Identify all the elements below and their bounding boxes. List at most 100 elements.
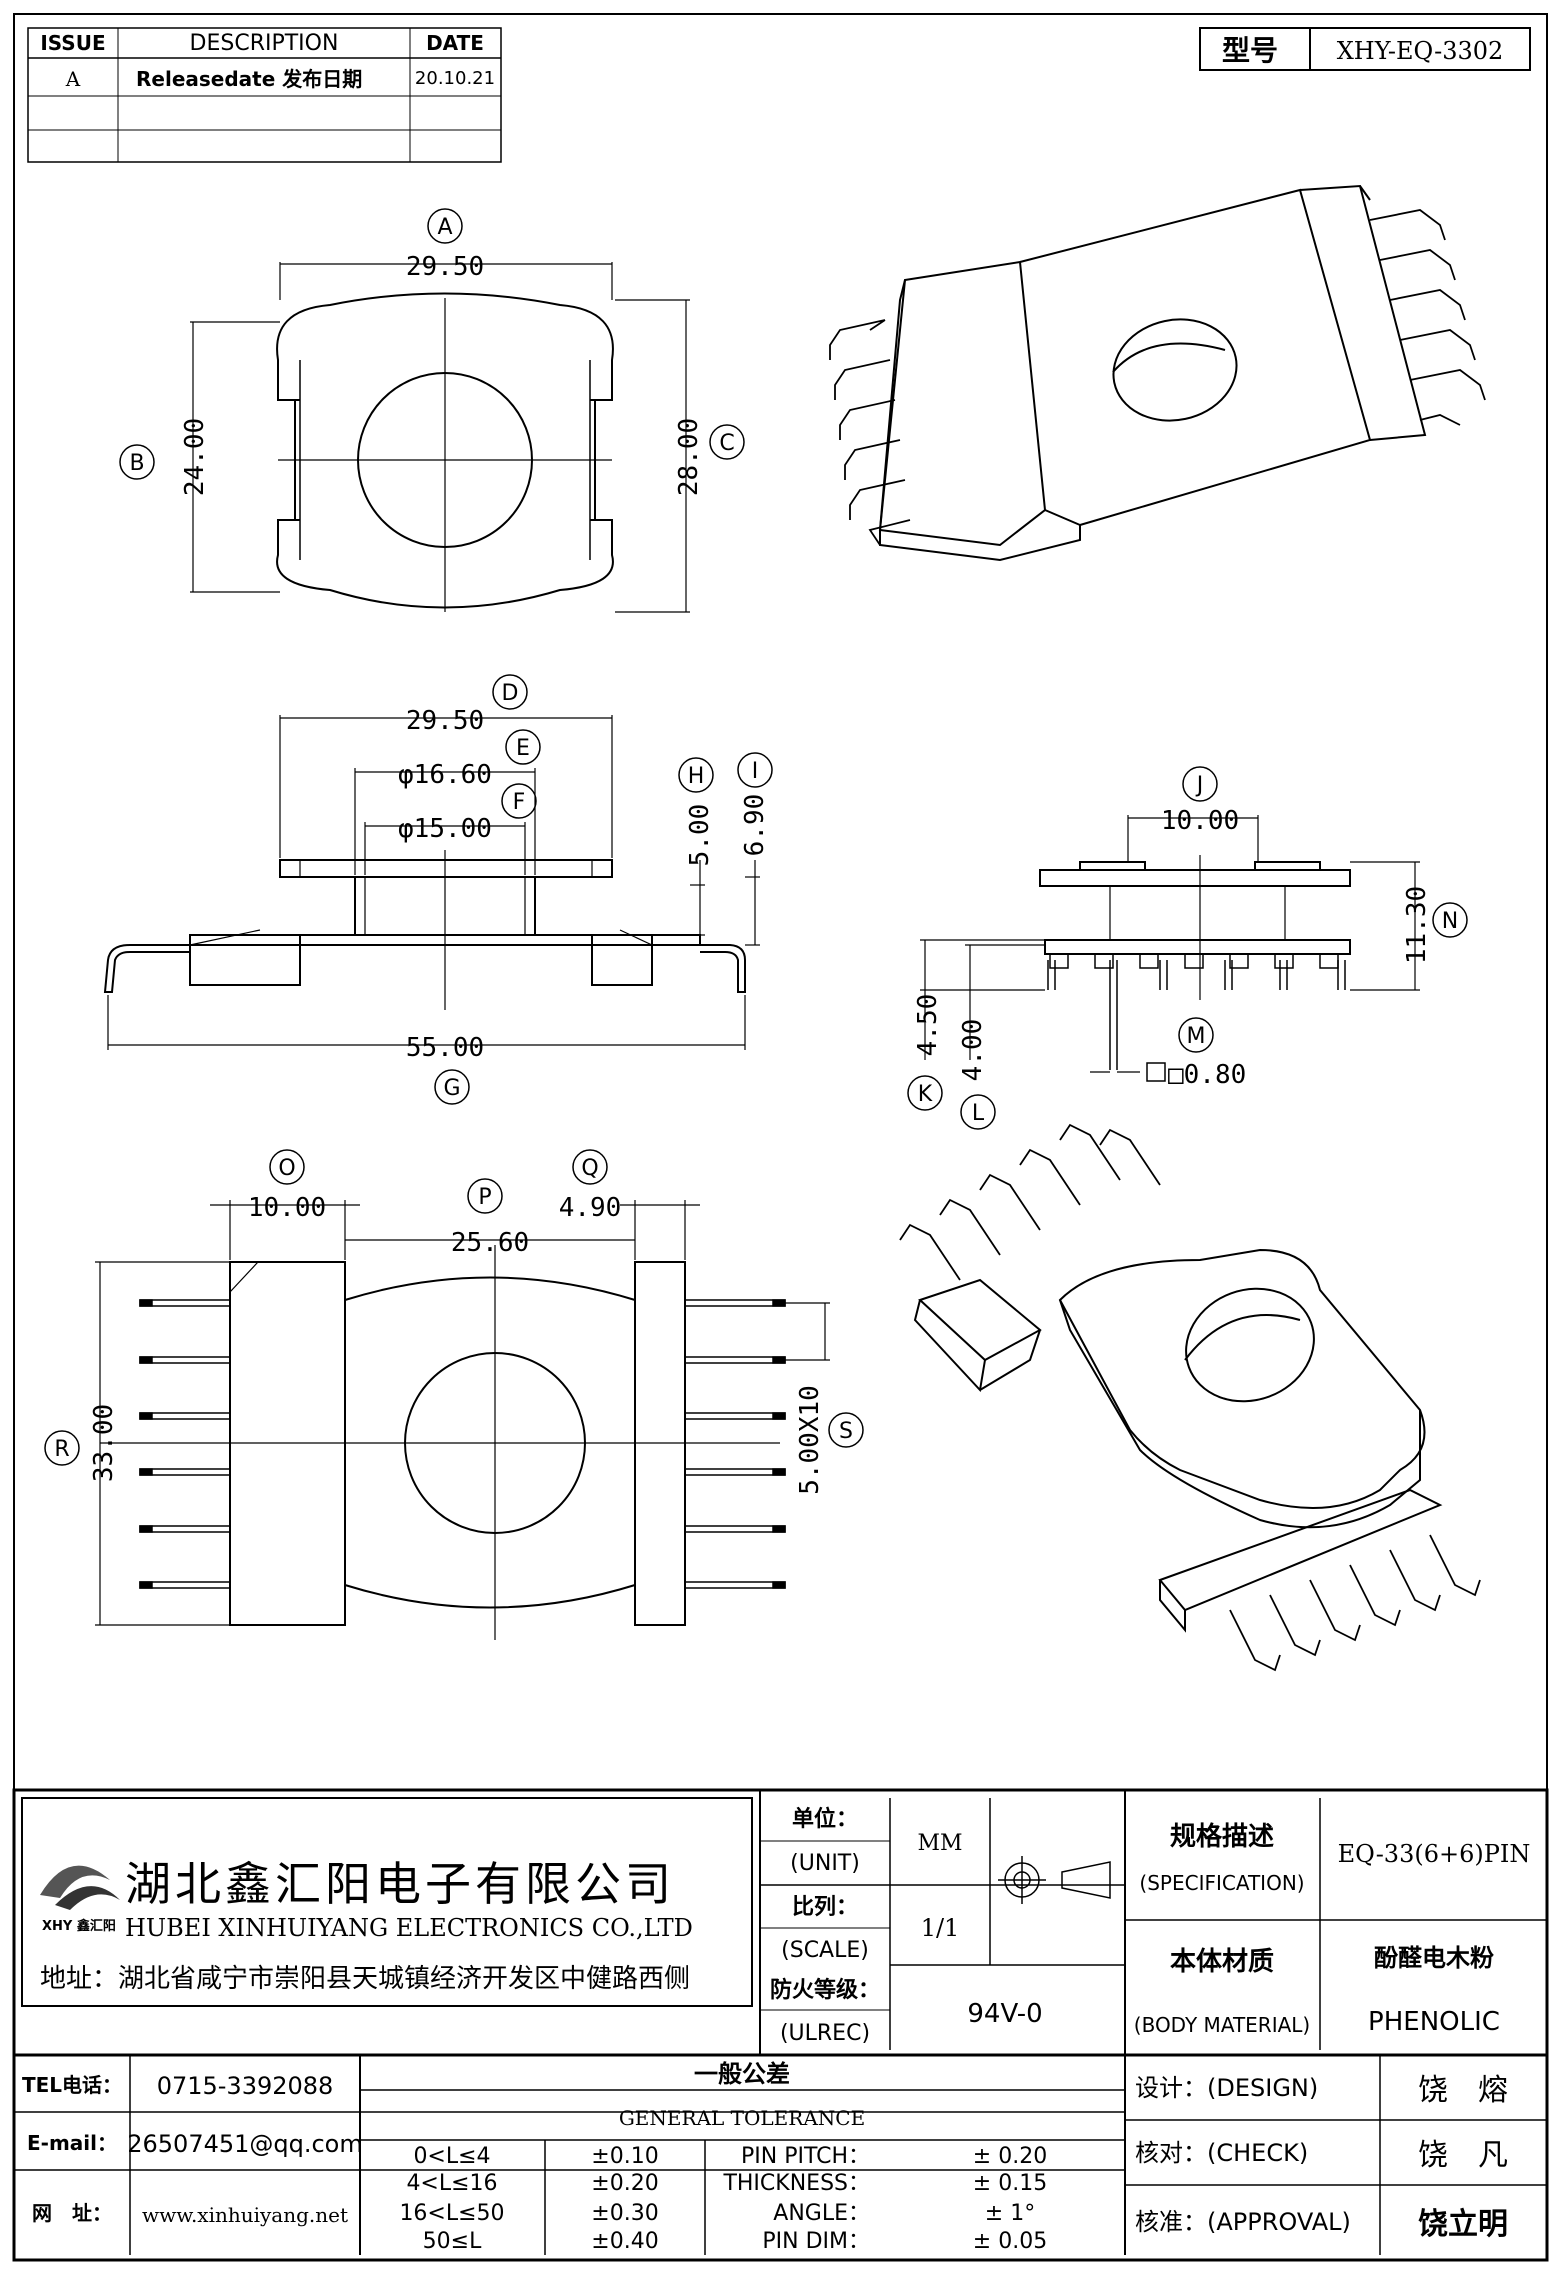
svg-text:M: M [1187,1024,1206,1049]
design-label: 设计：(DESIGN) [1135,2074,1318,2102]
dim-i: 6.90 [740,794,770,857]
company-name-cn: 湖北鑫汇阳电子有限公司 [125,1857,675,1911]
dim-p: 25.60 [451,1228,529,1258]
dim-b: 24.00 [180,418,210,496]
tolerance-title-cn: 一般公差 [694,2060,790,2088]
callout-b: B [119,444,155,480]
scale-label-cn: 比列： [792,1895,858,1920]
tol-value: ±0.30 [591,2201,658,2226]
svg-text:I: I [752,759,759,784]
ul-value: 94V-0 [967,1999,1042,2029]
callout-i: I [737,752,773,788]
svg-text:L: L [972,1101,985,1126]
dim-j: 10.00 [1161,806,1239,836]
callout-d: D [492,674,528,710]
callout-p: P [467,1178,503,1214]
callout-m: M [1178,1017,1214,1053]
svg-text:B: B [129,451,144,476]
svg-text:XHY 鑫汇阳: XHY 鑫汇阳 [42,1918,116,1934]
tol-item-value: ± 0.05 [973,2229,1047,2254]
tolerance-title-en: GENERAL TOLERANCE [619,2106,865,2130]
tol-item-value: ± 0.15 [973,2171,1047,2196]
model-box: 型号 XHY-EQ-3302 [1199,27,1531,71]
material-value-cn: 酚醛电木粉 [1374,1944,1494,1972]
callout-k: K [907,1075,943,1111]
dim-n: 11.30 [1402,886,1432,964]
tol-range: 4<L≤16 [406,2171,497,2196]
unit-label-en: (UNIT) [790,1851,860,1876]
end-view [920,815,1420,1082]
svg-text:H: H [688,764,705,789]
tol-item: ANGLE： [773,2201,870,2226]
model-value: XHY-EQ-3302 [1337,37,1504,65]
tol-item-value: ± 0.20 [973,2144,1047,2169]
approval-label: 核准：(APPROVAL) [1135,2208,1351,2236]
dim-c: 28.00 [674,418,704,496]
tol-item: PIN PITCH： [741,2144,870,2169]
tel-value: 0715-3392088 [157,2072,334,2100]
dim-k: 4.50 [913,994,943,1057]
side-view [103,715,760,1050]
dim-a: 29.50 [406,252,484,282]
check-name: 饶 凡 [1418,2138,1508,2173]
svg-text:K: K [918,1082,933,1107]
scale-label-en: (SCALE) [781,1938,869,1963]
spec-value: EQ-33(6+6)PIN [1338,1840,1531,1868]
svg-text:J: J [1195,773,1204,798]
callout-h: H [678,757,714,793]
callout-r: R [44,1430,80,1466]
dim-g: 55.00 [406,1033,484,1063]
ul-label-cn: 防火等级： [770,1977,880,2003]
title-block-grid [14,1790,1547,2255]
description-cell: Releasedate 发布日期 [136,67,362,91]
unit-label-cn: 单位： [792,1806,858,1832]
svg-text:D: D [502,681,519,706]
model-label: 型号 [1222,34,1278,67]
callout-e: E [505,729,541,765]
tol-value: ±0.40 [591,2229,658,2254]
company-name-en: HUBEI XINHUIYANG ELECTRONICS CO.,LTD [125,1914,693,1942]
dim-h: 5.00 [685,804,715,867]
dim-e: φ16.60 [398,760,492,790]
tol-item-value: ± 1° [985,2201,1035,2226]
tol-item: THICKNESS： [722,2171,870,2196]
tol-range: 50≤L [423,2229,482,2254]
svg-text:O: O [278,1156,295,1181]
isometric-view-top [829,184,1486,562]
callout-s: S [828,1412,864,1448]
web-value: www.xinhuiyang.net [142,2203,348,2227]
svg-text:A: A [437,215,452,240]
dim-d: 29.50 [406,706,484,736]
callout-g: G [434,1069,470,1105]
dim-m: □0.80 [1168,1060,1246,1090]
ul-label-en: (ULREC) [780,2021,870,2046]
spec-label-en: (SPECIFICATION) [1139,1871,1304,1895]
tol-value: ±0.20 [591,2171,658,2196]
date-header: DATE [426,31,484,55]
isometric-view-bottom [899,1123,1481,1672]
email-value: 26507451@qq.com [127,2130,363,2158]
callout-j: J [1182,766,1218,802]
design-name: 饶 熔 [1418,2073,1508,2108]
web-label: 网 址： [32,2201,112,2225]
svg-text:F: F [513,790,526,815]
material-label-cn: 本体材质 [1170,1947,1274,1977]
company-address: 地址：湖北省咸宁市崇阳县天城镇经济开发区中健路西侧 [40,1964,690,1994]
dim-r: 33.00 [89,1404,119,1482]
svg-text:R: R [54,1437,69,1462]
material-label-en: (BODY MATERIAL) [1134,2013,1310,2037]
svg-text:P: P [478,1185,491,1210]
description-header: DESCRIPTION [190,31,339,56]
svg-text:S: S [839,1419,853,1444]
dim-l: 4.00 [958,1019,988,1082]
tol-range: 16<L≤50 [399,2201,504,2226]
callout-l: L [960,1094,996,1130]
issue-cell: A [65,67,81,91]
revision-table: ISSUE DESCRIPTION DATE A Releasedate 发布日… [27,27,502,163]
callout-n: N [1432,902,1468,938]
title-block-frame [12,1788,1549,2262]
unit-value: MM [917,1831,962,1856]
approval-name: 饶立明 [1418,2207,1508,2242]
check-label: 核对：(CHECK) [1135,2139,1308,2167]
